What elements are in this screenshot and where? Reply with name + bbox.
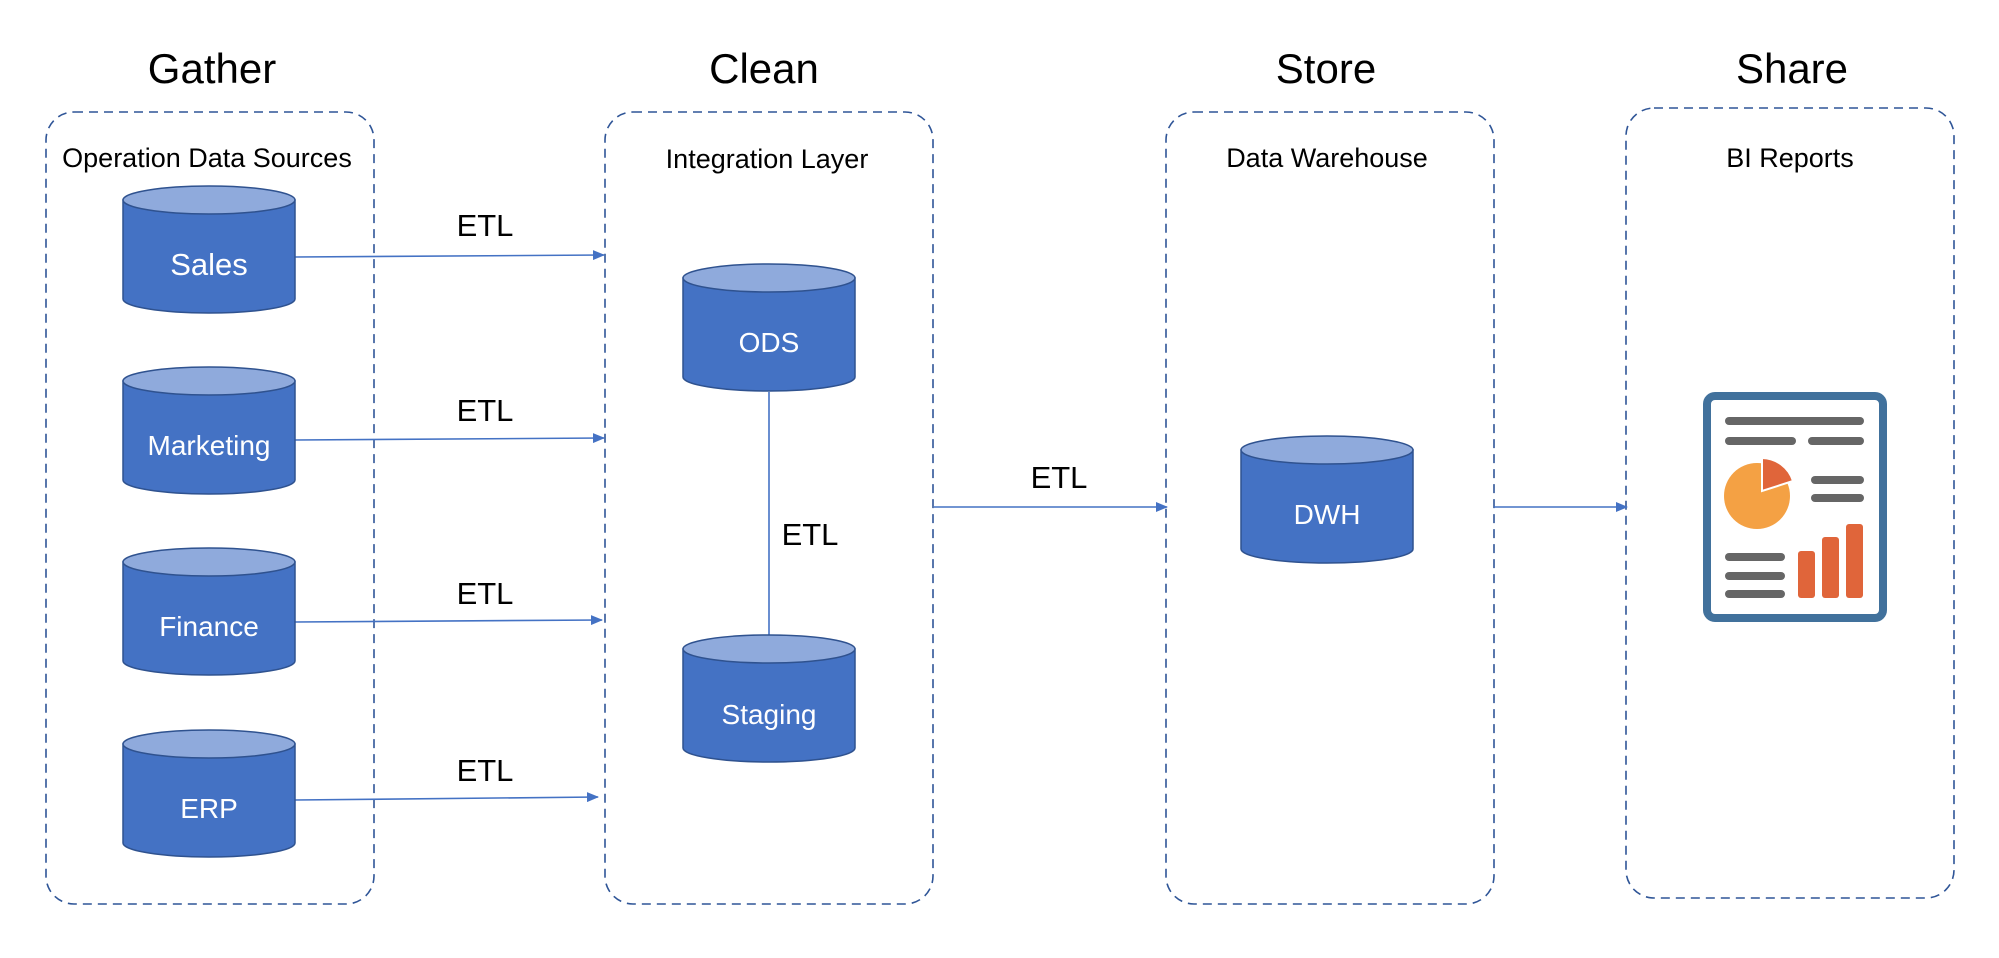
etl-label-ods-staging: ETL xyxy=(782,517,839,552)
gather-panel xyxy=(45,111,375,905)
database-label: Marketing xyxy=(148,430,271,461)
database-label: DWH xyxy=(1294,499,1361,530)
database-label: Finance xyxy=(159,611,259,642)
staging-database-icon: Staging xyxy=(682,634,856,763)
ods-database-icon: ODS xyxy=(682,263,856,392)
cylinder-body xyxy=(682,648,856,763)
report-bar-chart xyxy=(1798,524,1863,598)
etl-label-finance: ETL xyxy=(457,576,514,611)
etl-label-warehouse: ETL xyxy=(1031,460,1088,495)
finance-database-icon: Finance xyxy=(122,547,296,676)
etl-arrow-sales xyxy=(294,250,605,261)
panel-label-sources: Operation Data Sources xyxy=(62,143,352,173)
report-text-lines xyxy=(1725,417,1864,598)
bi-report-icon xyxy=(1703,392,1887,622)
cylinder-top xyxy=(122,366,296,396)
database-label: Staging xyxy=(722,699,817,730)
sales-database-icon: Sales xyxy=(122,185,296,314)
database-label: Sales xyxy=(170,247,248,282)
etl-label-erp: ETL xyxy=(457,753,514,788)
cylinder-top xyxy=(1240,435,1414,465)
store-panel xyxy=(1165,111,1495,905)
etl-arrow-marketing xyxy=(294,433,605,444)
stage-title-gather: Gather xyxy=(148,45,276,92)
cylinder-body xyxy=(122,743,296,858)
cylinder-body xyxy=(122,199,296,314)
cylinder-top xyxy=(682,263,856,293)
cylinder-body xyxy=(122,561,296,676)
cylinder-top xyxy=(122,547,296,577)
etl-arrow-finance xyxy=(294,615,603,626)
cylinder-top xyxy=(122,185,296,215)
dwh-database-icon: DWH xyxy=(1240,435,1414,564)
panel-label-warehouse: Data Warehouse xyxy=(1226,143,1428,173)
cylinder-body xyxy=(682,277,856,392)
panel-label-integration: Integration Layer xyxy=(666,144,869,174)
stage-title-store: Store xyxy=(1276,45,1376,92)
stage-title-share: Share xyxy=(1736,45,1848,92)
marketing-database-icon: Marketing xyxy=(122,366,296,495)
cylinder-body xyxy=(1240,449,1414,564)
database-label: ODS xyxy=(739,327,800,358)
database-label: ERP xyxy=(180,793,238,824)
panel-label-reports: BI Reports xyxy=(1726,143,1854,173)
etl-label-sales: ETL xyxy=(457,208,514,243)
clean-panel xyxy=(604,111,934,905)
cylinder-top xyxy=(682,634,856,664)
stage-title-clean: Clean xyxy=(709,45,819,92)
erp-database-icon: ERP xyxy=(122,729,296,858)
etl-label-marketing: ETL xyxy=(457,393,514,428)
cylinder-body xyxy=(122,380,296,495)
etl-arrow-erp xyxy=(294,792,599,803)
report-pie-slice xyxy=(1761,456,1795,493)
cylinder-top xyxy=(122,729,296,759)
